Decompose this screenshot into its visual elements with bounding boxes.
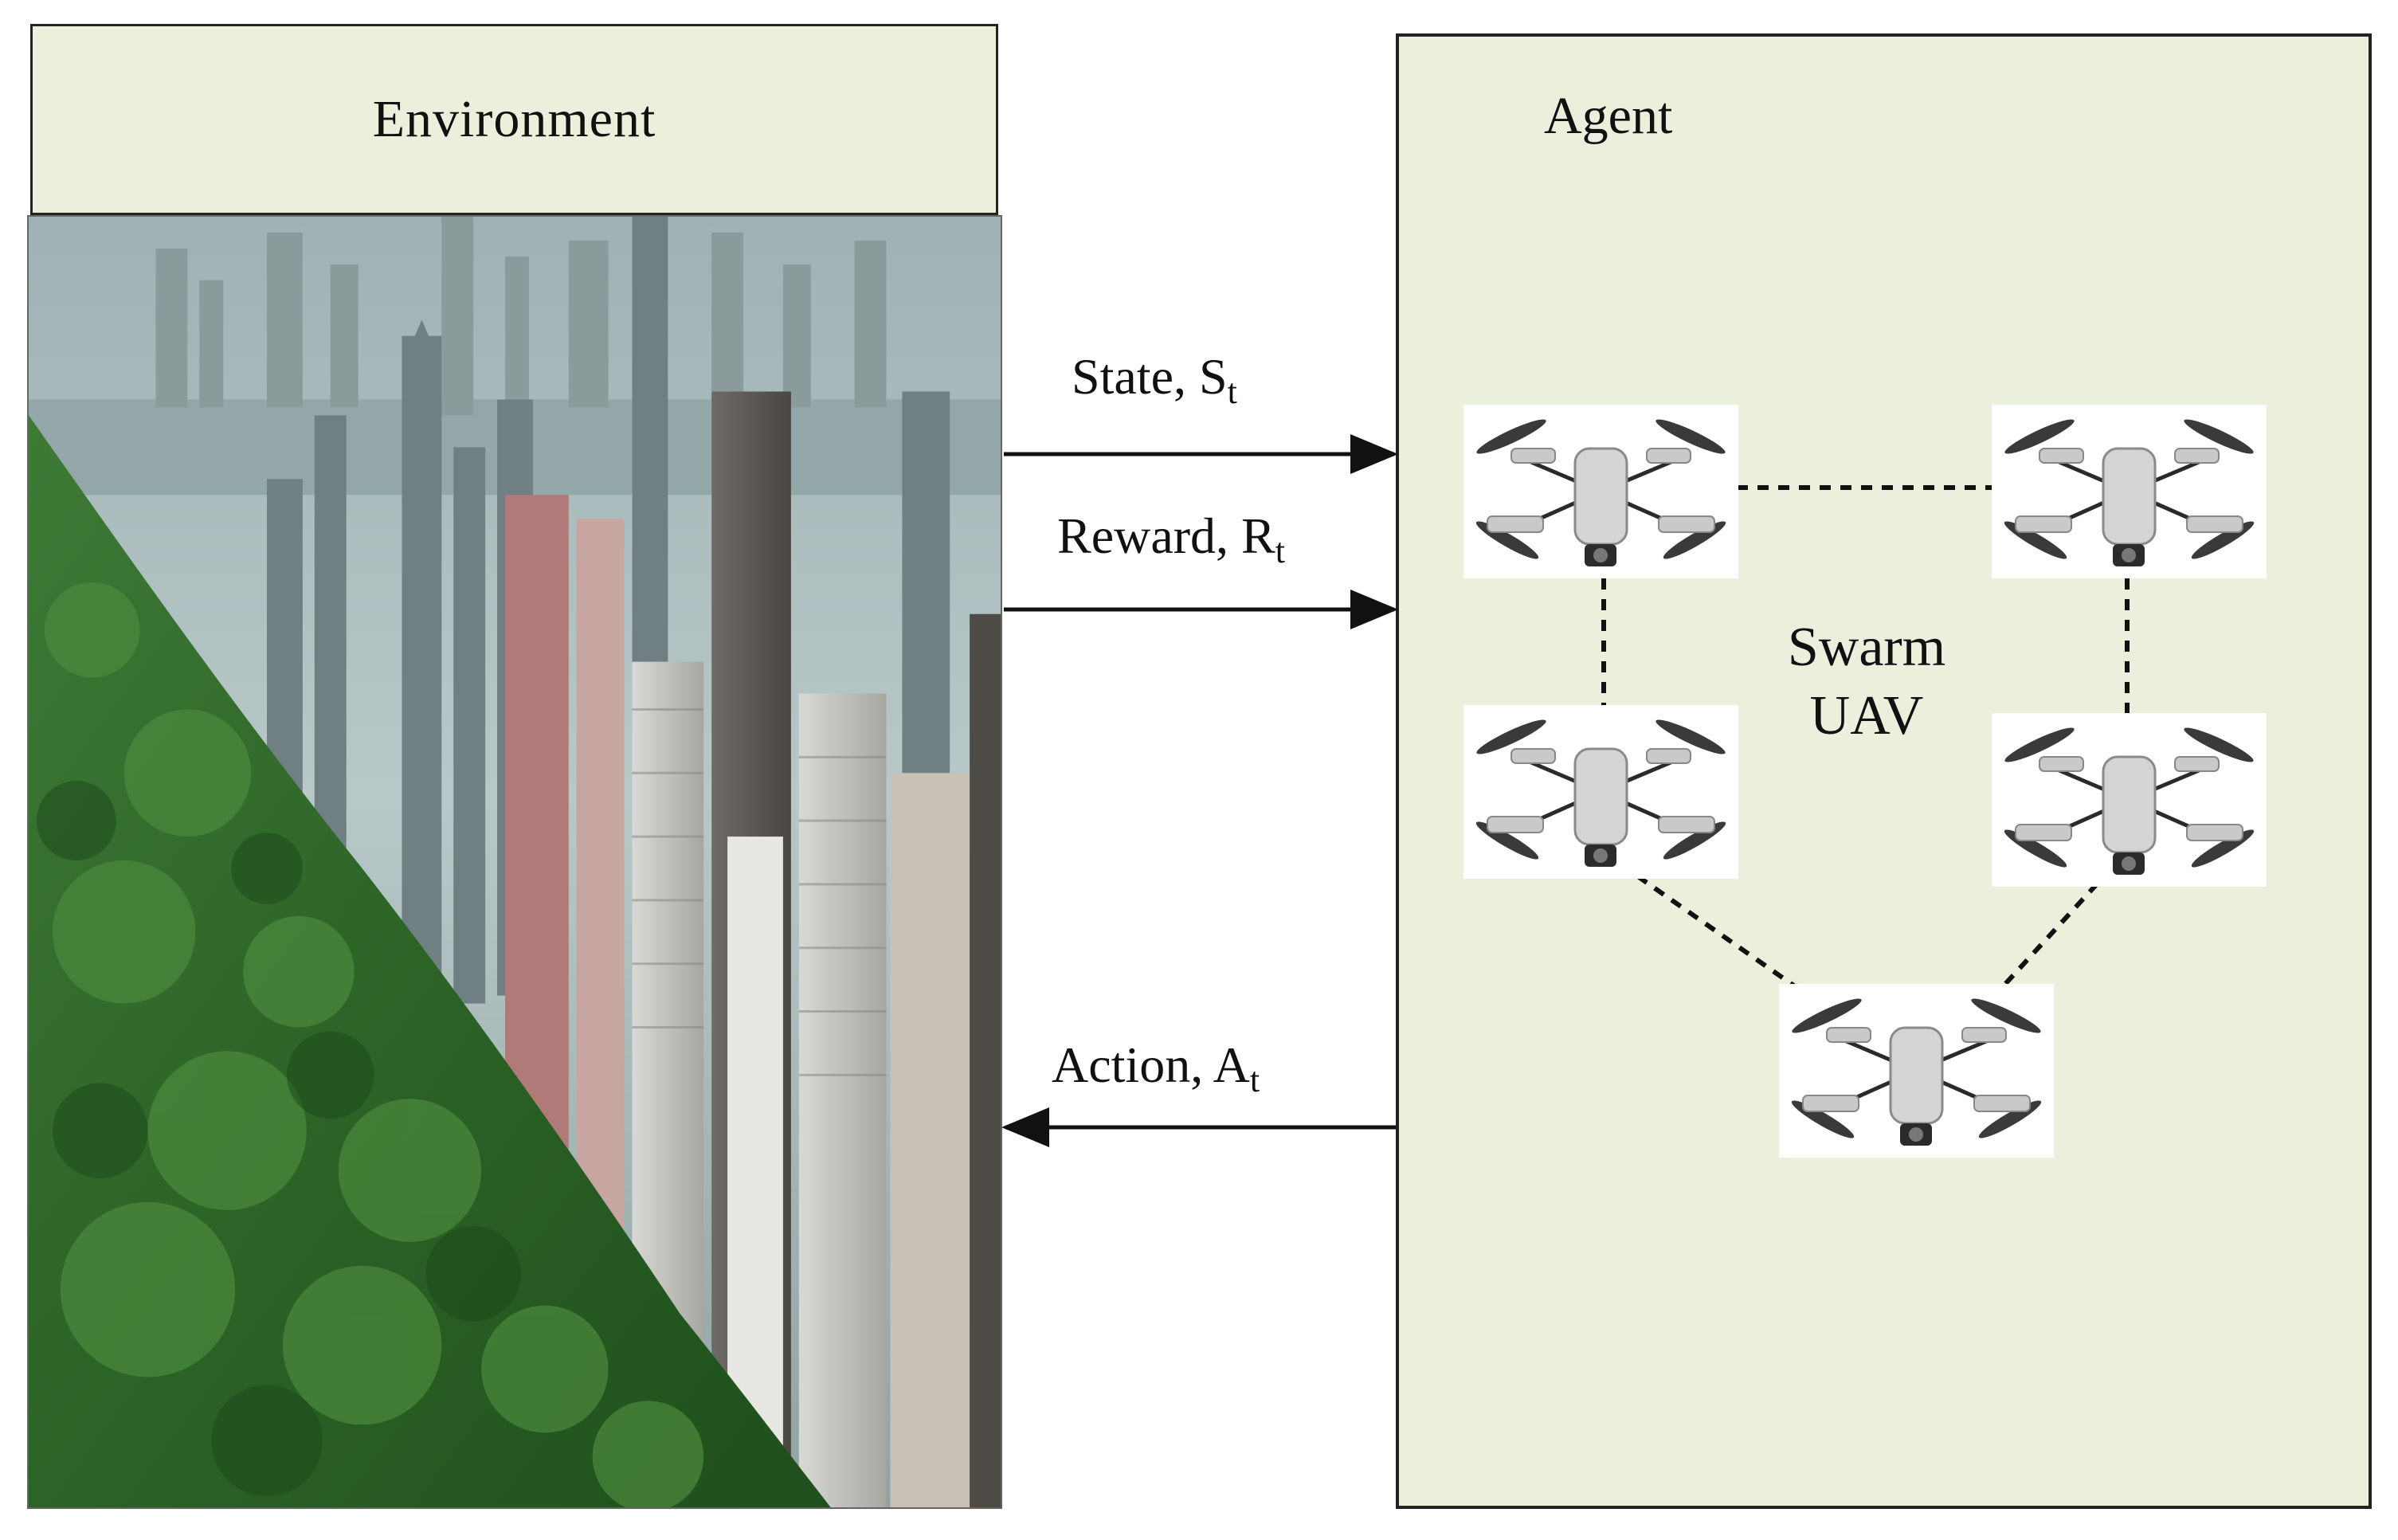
reward-label-text: Reward, R bbox=[1057, 507, 1275, 564]
environment-city-image bbox=[27, 215, 1002, 1509]
drone-top-left bbox=[1463, 405, 1738, 578]
swarm-uav-label: Swarm UAV bbox=[1779, 613, 1954, 750]
drone-top-right bbox=[1992, 405, 2267, 578]
state-label-subscript: t bbox=[1227, 372, 1237, 411]
drone-bottom bbox=[1779, 984, 2054, 1158]
action-label: Action, At bbox=[1052, 1036, 1260, 1100]
environment-header: Environment bbox=[30, 24, 998, 215]
drone-mid-right bbox=[1992, 713, 2267, 887]
environment-title: Environment bbox=[372, 90, 656, 148]
state-label: State, St bbox=[1072, 347, 1237, 412]
reward-label-subscript: t bbox=[1275, 531, 1285, 570]
reward-label: Reward, Rt bbox=[1057, 507, 1285, 571]
action-label-text: Action, A bbox=[1052, 1036, 1250, 1093]
action-label-subscript: t bbox=[1249, 1060, 1260, 1099]
agent-title: Agent bbox=[1544, 87, 1673, 145]
swarm-label-line2: UAV bbox=[1809, 685, 1924, 746]
link-bottom-left bbox=[1602, 850, 1890, 1054]
state-label-text: State, S bbox=[1072, 348, 1228, 405]
swarm-label-line1: Swarm bbox=[1787, 617, 1946, 678]
drone-mid-left bbox=[1463, 705, 1738, 879]
